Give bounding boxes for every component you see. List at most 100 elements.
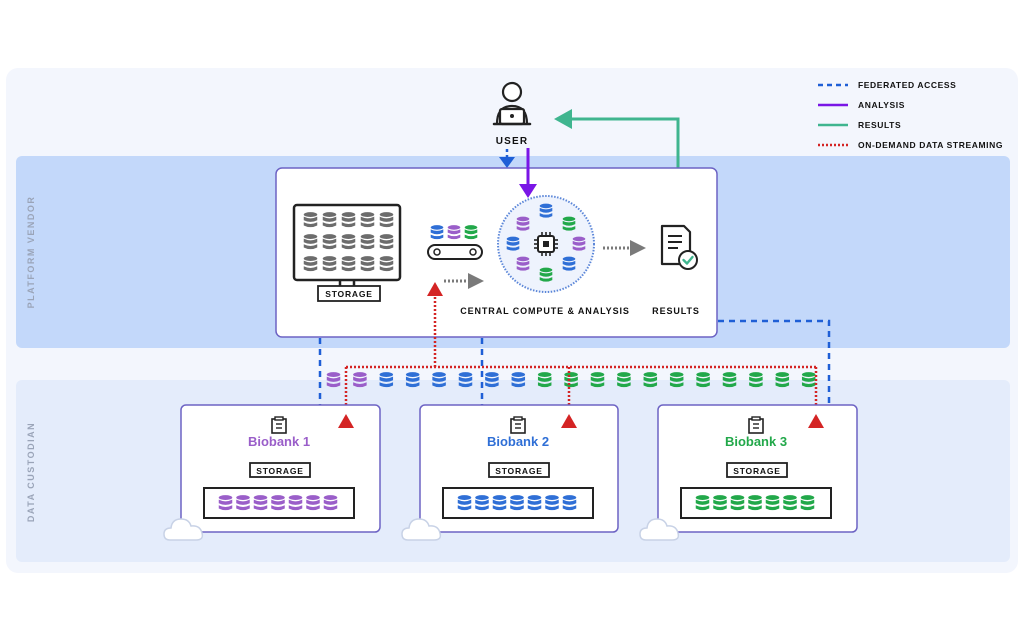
biobank-db-icon xyxy=(730,495,745,511)
platform-storage-monitor xyxy=(292,203,402,287)
conveyor-belt-icon xyxy=(427,225,483,260)
streaming-db-icon xyxy=(722,372,737,388)
legend-streaming-label: ON-DEMAND DATA STREAMING xyxy=(858,140,1003,150)
results-label: RESULTS xyxy=(652,306,700,316)
biobank-db-icon xyxy=(783,495,797,511)
platform-vendor-label: PLATFORM VENDOR xyxy=(26,196,36,309)
biobank-3-name: Biobank 3 xyxy=(725,434,787,449)
platform-storage-label-box xyxy=(317,285,381,302)
streaming-db-icon xyxy=(432,372,446,388)
biobank-2-building-icon xyxy=(510,416,526,434)
streaming-db-icon xyxy=(749,372,763,388)
results-flow-arrowhead xyxy=(554,109,572,129)
cloud-icon-biobank-2 xyxy=(401,518,442,541)
cloud-icon-biobank-3 xyxy=(639,518,680,541)
platform-storage-db-icon xyxy=(379,234,394,250)
conveyor-db-icon xyxy=(447,225,461,240)
biobank-db-icon xyxy=(510,495,524,511)
biobank-db-icon xyxy=(527,495,542,511)
user-federated-arrowhead xyxy=(499,157,515,168)
streaming-arrowhead-biobank-3 xyxy=(808,414,824,428)
compute-db-icon xyxy=(562,216,576,231)
biobank-db-icon xyxy=(457,495,472,511)
legend-analysis-label: ANALYSIS xyxy=(858,100,905,110)
streaming-db-icon xyxy=(379,372,394,388)
biobank-db-icon xyxy=(271,495,285,511)
streaming-db-icon xyxy=(485,372,499,388)
streaming-db-icon xyxy=(775,372,790,388)
biobank-db-icon xyxy=(218,495,233,511)
platform-storage-db-icon xyxy=(341,212,356,228)
cpu-chip-icon xyxy=(534,232,558,256)
streaming-db-icon xyxy=(353,372,367,388)
biobank-2-name: Biobank 2 xyxy=(487,434,549,449)
biobank-1-dbs xyxy=(218,495,338,511)
user-laptop-icon xyxy=(492,81,532,126)
compute-results-arrowhead xyxy=(630,240,646,256)
streaming-db-icon xyxy=(326,372,341,388)
streaming-db-icon xyxy=(590,372,605,388)
platform-storage-db-icon xyxy=(322,256,337,272)
streaming-db-icon xyxy=(458,372,473,388)
biobank-db-icon xyxy=(695,495,710,511)
conveyor-output-arrowhead xyxy=(468,273,484,289)
biobank-1-name: Biobank 1 xyxy=(248,434,310,449)
platform-storage-db-icon xyxy=(303,212,318,228)
biobank-db-icon xyxy=(236,495,250,511)
biobank-3-building-icon xyxy=(748,416,764,434)
streaming-db-icon xyxy=(564,372,578,388)
biobank-db-icon xyxy=(800,495,815,511)
streaming-db-icon xyxy=(643,372,658,388)
biobank-db-icon xyxy=(713,495,727,511)
platform-storage-db-icon xyxy=(360,256,375,272)
streaming-db-icon xyxy=(405,372,420,388)
legend: FEDERATED ACCESS ANALYSIS RESULTS ON-DEM… xyxy=(818,80,1003,150)
conveyor-db-icon xyxy=(430,225,444,240)
platform-storage-db-icon xyxy=(322,212,337,228)
compute-label: CENTRAL COMPUTE & ANALYSIS xyxy=(460,306,630,316)
streaming-db-icon xyxy=(511,372,526,388)
biobank-db-icon xyxy=(748,495,762,511)
platform-storage-db-icon xyxy=(341,234,356,250)
user-label: USER xyxy=(496,136,529,147)
biobank-1-building-icon xyxy=(271,416,287,434)
streaming-arrowhead-platform xyxy=(427,282,443,296)
biobank-2-storage-label-box xyxy=(488,462,550,478)
streaming-arrowhead-biobank-1 xyxy=(338,414,354,428)
biobank-1-storage-label-box xyxy=(249,462,311,478)
streaming-db-icon xyxy=(617,372,631,388)
biobank-db-icon xyxy=(253,495,268,511)
compute-db-icon xyxy=(539,203,553,218)
platform-storage-label: STORAGE xyxy=(325,289,372,299)
platform-storage-db-icon xyxy=(322,234,337,250)
compute-db-icon xyxy=(516,216,530,231)
biobank-3-dbs xyxy=(695,495,815,511)
biobank-2-storage-label: STORAGE xyxy=(495,466,542,476)
biobank-db-icon xyxy=(492,495,507,511)
platform-storage-db-icon xyxy=(341,256,356,272)
platform-storage-db-icon xyxy=(360,234,375,250)
document-check-icon xyxy=(660,224,698,270)
platform-storage-db-icon xyxy=(303,256,318,272)
streaming-db-icon xyxy=(537,372,552,388)
streaming-db-icon xyxy=(801,372,816,388)
legend-federated-label: FEDERATED ACCESS xyxy=(858,80,956,90)
biobank-3-storage-label: STORAGE xyxy=(733,466,780,476)
platform-storage-db-icon xyxy=(379,256,394,272)
analysis-flow-arrowhead xyxy=(519,184,537,198)
streaming-db-icon xyxy=(669,372,684,388)
biobank-db-icon xyxy=(475,495,489,511)
biobank-db-icon xyxy=(562,495,577,511)
compute-db-icon xyxy=(572,236,586,251)
biobank-2-dbs xyxy=(457,495,577,511)
biobank-db-icon xyxy=(323,495,338,511)
streaming-db-icon xyxy=(696,372,710,388)
platform-storage-db-icon xyxy=(360,212,375,228)
biobank-db-icon xyxy=(306,495,320,511)
biobank-db-icon xyxy=(545,495,559,511)
biobank-3-storage-label-box xyxy=(726,462,788,478)
data-custodian-label: DATA CUSTODIAN xyxy=(26,422,36,522)
compute-db-icon xyxy=(562,256,576,271)
compute-db-icon xyxy=(506,236,520,251)
